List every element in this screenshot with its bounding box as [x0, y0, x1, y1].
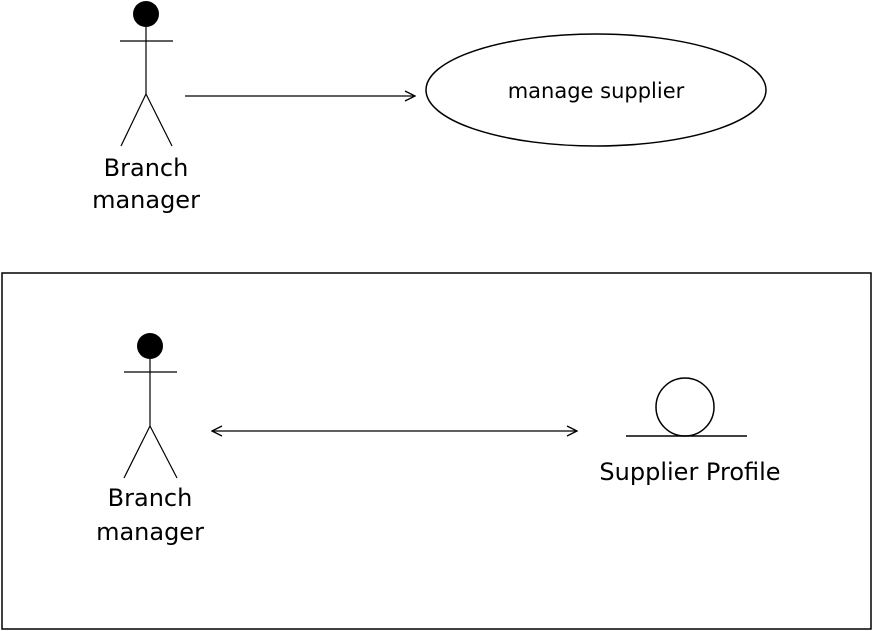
top-actor: Branch manager: [92, 1, 200, 214]
use-case-manage-supplier: manage supplier: [425, 33, 767, 147]
top-actor-head: [133, 1, 159, 27]
use-case-label: manage supplier: [508, 79, 685, 103]
bottom-actor-head: [137, 333, 163, 359]
bottom-actor-left-leg: [123, 425, 151, 479]
top-actor-left-leg: [120, 93, 147, 147]
bottom-actor-right-leg: [149, 425, 178, 479]
bottom-actor: Branch manager: [96, 333, 204, 546]
use-case-ellipse: [425, 33, 767, 147]
system-boundary-frame: [1, 272, 872, 630]
top-actor-label-line2: manager: [92, 186, 200, 214]
top-actor-label-line1: Branch: [104, 154, 189, 182]
entity-label: Supplier Profile: [599, 458, 780, 486]
bottom-actor-label-line1: Branch: [108, 484, 193, 512]
entity-supplier-profile: Supplier Profile: [599, 377, 781, 486]
entity-circle: [655, 377, 715, 437]
top-actor-right-leg: [145, 93, 173, 147]
bottom-actor-label-line2: manager: [96, 518, 204, 546]
